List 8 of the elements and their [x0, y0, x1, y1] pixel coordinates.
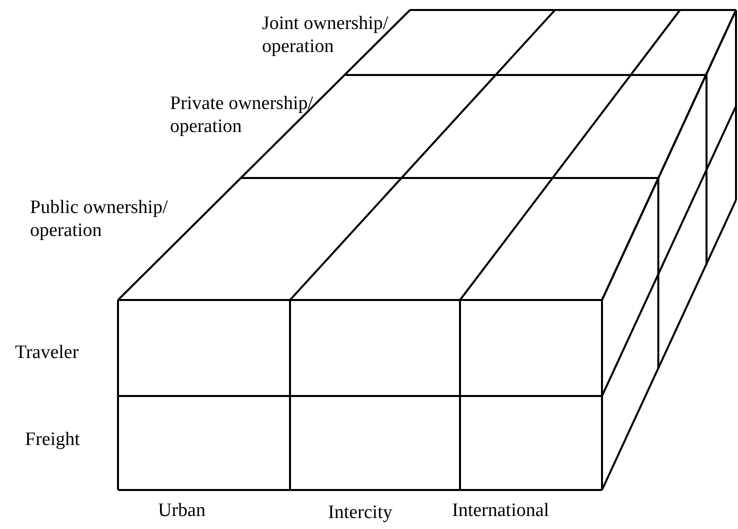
- column-label: Urban: [158, 499, 206, 522]
- row-label: Freight: [25, 428, 80, 451]
- row-label: Traveler: [15, 341, 79, 364]
- column-label: International: [452, 499, 550, 522]
- row-label: Public ownership/ operation: [30, 196, 169, 242]
- row-label: Joint ownership/ operation: [262, 12, 390, 58]
- column-label: Intercity: [328, 501, 392, 524]
- row-label: Private ownership/ operation: [170, 92, 314, 138]
